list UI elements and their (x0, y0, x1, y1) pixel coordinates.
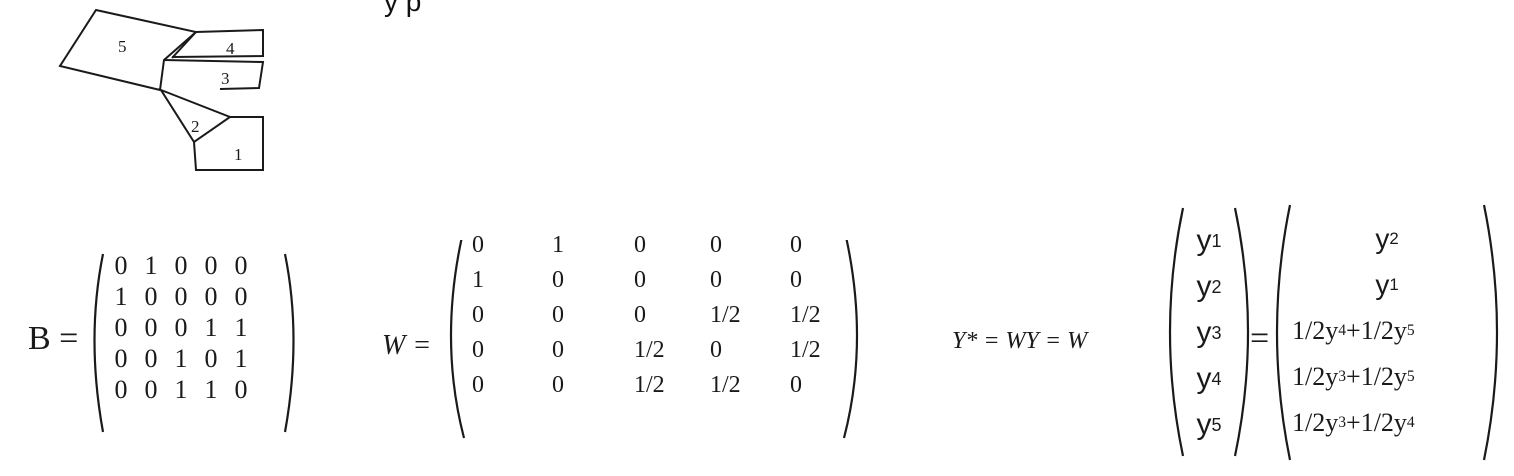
B-matrix-cell-r2-c3: 0 (174, 281, 188, 311)
y-star-lhs: Y* = WY = W (952, 328, 1088, 354)
W-matrix-cell-r4-c4: 0 (710, 337, 722, 363)
region-3-shape (163, 59, 265, 90)
B-matrix-cell-r3-c2: 0 (144, 312, 158, 342)
W-matrix-cell-r1-c3: 0 (634, 232, 646, 258)
matrix-b-brackets (93, 253, 295, 433)
B-matrix-cell-r3-c5: 1 (234, 312, 248, 342)
region-5-label: 5 (118, 37, 127, 56)
W-matrix-cell-r5-c5: 0 (790, 372, 802, 398)
B-matrix-cell-r4-c5: 1 (234, 343, 248, 373)
B-matrix-cell-r4-c3: 1 (174, 343, 188, 373)
region-3-label: 3 (221, 69, 230, 88)
W-matrix-cell-r3-c3: 0 (634, 302, 646, 328)
W-matrix-cell-r2-c1: 1 (472, 267, 484, 293)
region-4-shape (171, 28, 264, 59)
region-1-shape (193, 116, 264, 171)
W-matrix-cell-r5-c2: 0 (552, 372, 564, 398)
W-matrix-cell-r1-c5: 0 (790, 232, 802, 258)
B-matrix-cell-r3-c1: 0 (114, 312, 128, 342)
B-matrix-cell-r1-c5: 0 (234, 250, 248, 280)
W-matrix-cell-r2-c3: 0 (634, 267, 646, 293)
cropped-top-text: y p (384, 0, 422, 17)
B-matrix-cell-r3-c3: 0 (174, 312, 188, 342)
W-matrix-cell-r5-c1: 0 (472, 372, 484, 398)
B-matrix-cell-r2-c2: 0 (144, 281, 158, 311)
B-matrix-cell-r1-c2: 1 (144, 250, 158, 280)
matrix-b-lhs: B = (28, 320, 79, 357)
B-matrix-cell-r4-c4: 0 (204, 343, 218, 373)
W-matrix-cell-r4-c1: 0 (472, 337, 484, 363)
matrix-w-lhs: W = (382, 330, 432, 361)
W-matrix-cell-r1-c1: 0 (472, 232, 484, 258)
B-matrix-cell-r5-c3: 1 (174, 374, 188, 404)
B-matrix-cell-r5-c4: 1 (204, 374, 218, 404)
matrix-w-grid: 0 1 0 0 0 1 0 0 0 0 0 0 0 1/2 1/2 0 0 1/2 0 1/2 0 0 1/2 1/2 0 (472, 228, 860, 403)
W-matrix-cell-r3-c5: 1/2 (790, 302, 821, 328)
B-matrix-cell-r1-c1: 0 (114, 250, 128, 280)
region-map: 5 4 3 2 1 (58, 8, 265, 171)
B-matrix-cell-r4-c1: 0 (114, 343, 128, 373)
W-matrix-cell-r2-c5: 0 (790, 267, 802, 293)
W-matrix-cell-r5-c4: 1/2 (710, 372, 741, 398)
B-matrix-cell-r2-c1: 1 (114, 281, 128, 311)
region-2-shape (158, 87, 233, 144)
B-matrix-cell-r1-c3: 0 (174, 250, 188, 280)
W-matrix-cell-r4-c5: 1/2 (790, 337, 821, 363)
B-matrix-cell-r1-c4: 0 (204, 250, 218, 280)
W-matrix-cell-r3-c1: 0 (472, 302, 484, 328)
region-5-shape (58, 8, 199, 92)
region-4-label: 4 (226, 39, 235, 58)
B-matrix-cell-r2-c5: 0 (234, 281, 248, 311)
B-matrix-cell-r4-c2: 0 (144, 343, 158, 373)
W-matrix-cell-r1-c4: 0 (710, 232, 722, 258)
B-matrix-cell-r2-c4: 0 (204, 281, 218, 311)
B-matrix-cell-r5-c2: 0 (144, 374, 158, 404)
B-matrix-cell-r5-c1: 0 (114, 374, 128, 404)
region-2-label: 2 (191, 117, 200, 136)
W-matrix-cell-r3-c4: 1/2 (710, 302, 741, 328)
W-matrix-cell-r2-c2: 0 (552, 267, 564, 293)
region-1-label: 1 (234, 145, 243, 164)
W-matrix-cell-r5-c3: 1/2 (634, 372, 665, 398)
B-matrix-cell-r3-c4: 1 (204, 312, 218, 342)
W-matrix-cell-r4-c3: 1/2 (634, 337, 665, 363)
W-matrix-cell-r4-c2: 0 (552, 337, 564, 363)
W-matrix-cell-r3-c2: 0 (552, 302, 564, 328)
matrix-w-brackets (449, 240, 859, 439)
W-matrix-cell-r1-c2: 1 (552, 232, 564, 258)
y-equals-sign: = (1250, 320, 1270, 357)
W-matrix-cell-r2-c4: 0 (710, 267, 722, 293)
B-matrix-cell-r5-c5: 0 (234, 374, 248, 404)
